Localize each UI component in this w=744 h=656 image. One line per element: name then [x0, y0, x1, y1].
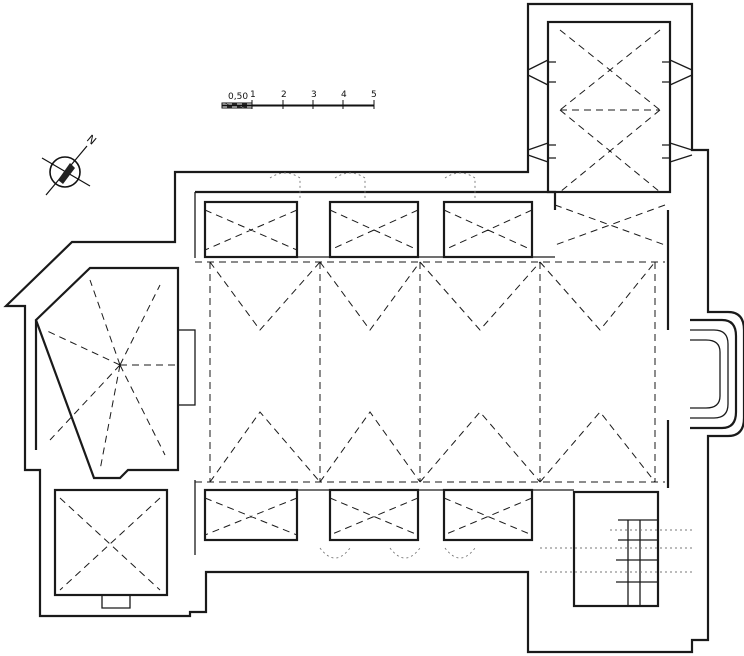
scale-label-5: 5 — [371, 90, 377, 100]
scale-label-050: 0,50 — [228, 92, 248, 102]
outer-walls — [3, 2, 744, 654]
north-label: N — [84, 132, 99, 147]
scale-bar: 0,50 1 2 3 4 5 — [221, 90, 377, 109]
scale-label-3: 3 — [311, 90, 317, 100]
vault-ribs — [44, 29, 692, 591]
north-arrow-icon: N — [41, 132, 99, 196]
scale-label-4: 4 — [341, 90, 347, 100]
piers — [177, 200, 574, 542]
scale-label-1: 1 — [250, 90, 256, 100]
scale-label-2: 2 — [281, 90, 287, 100]
